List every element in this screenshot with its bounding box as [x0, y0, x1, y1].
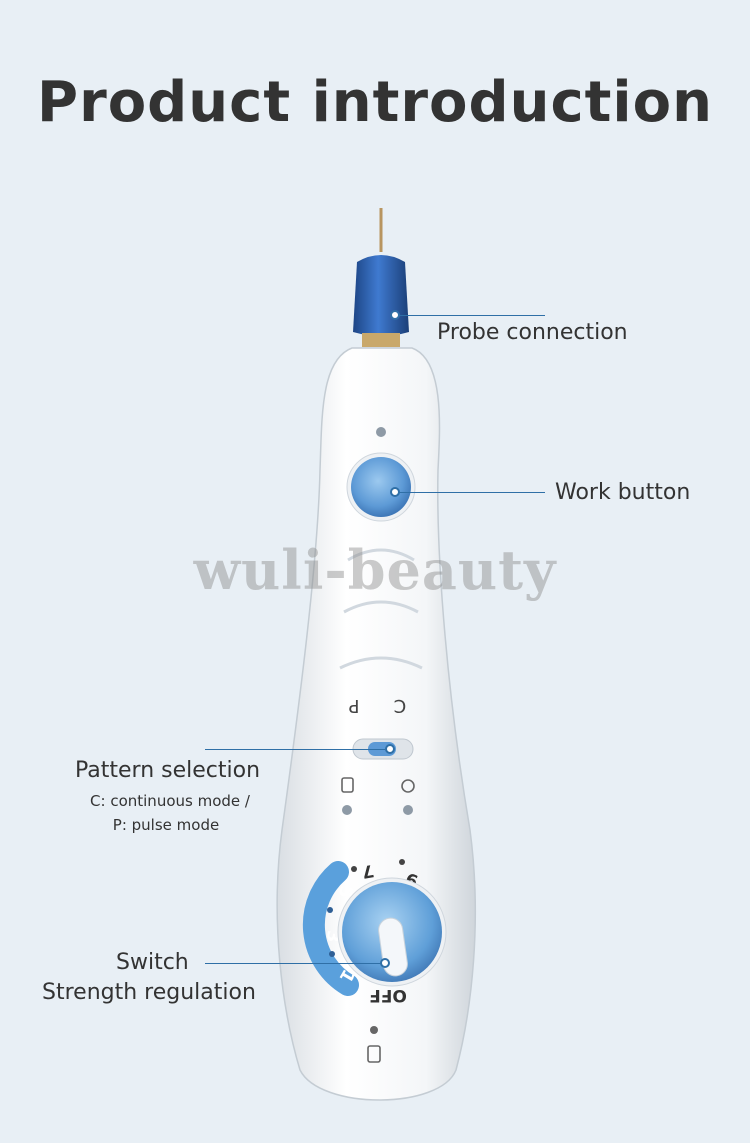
battery-icon	[367, 1045, 381, 1063]
mode-p-letter: P	[348, 695, 359, 716]
watermark-text: wuli-beauty	[193, 538, 557, 602]
pulse-mode-icon	[341, 777, 354, 793]
pattern-callout-line	[205, 749, 385, 750]
probe-cap	[353, 255, 409, 336]
probe-callout-line	[395, 315, 545, 316]
pattern-selection-label: Pattern selection	[75, 758, 261, 783]
work-button-label: Work button	[555, 480, 691, 505]
pattern-callout-dot	[385, 744, 395, 754]
work-button-knob	[351, 457, 411, 517]
mode-c-letter: C	[394, 695, 407, 716]
pattern-p-description: P: pulse mode	[112, 816, 220, 834]
dial-off-label: OFF	[369, 985, 407, 1005]
strength-arc	[302, 861, 359, 996]
strength-regulation-label: Strength regulation	[42, 980, 256, 1005]
indicator-light	[376, 427, 386, 437]
probe-thread	[362, 333, 400, 347]
power-icon	[401, 779, 415, 793]
switch-callout-dot	[380, 958, 390, 968]
dial-number-5: 5	[334, 884, 356, 899]
grip-ridge	[339, 656, 423, 670]
probe-callout-dot	[390, 310, 400, 320]
page-title: Product introduction	[37, 70, 713, 135]
switch-label: Switch	[116, 950, 189, 975]
work-callout-dot	[390, 487, 400, 497]
grip-ridge	[343, 600, 419, 614]
probe-connection-label: Probe connection	[437, 320, 628, 345]
pattern-c-description: C: continuous mode /	[90, 792, 250, 810]
dial-number-7: 7	[360, 860, 375, 882]
grip-ridge	[347, 548, 415, 562]
work-callout-line	[395, 492, 545, 493]
switch-callout-line	[205, 963, 385, 964]
